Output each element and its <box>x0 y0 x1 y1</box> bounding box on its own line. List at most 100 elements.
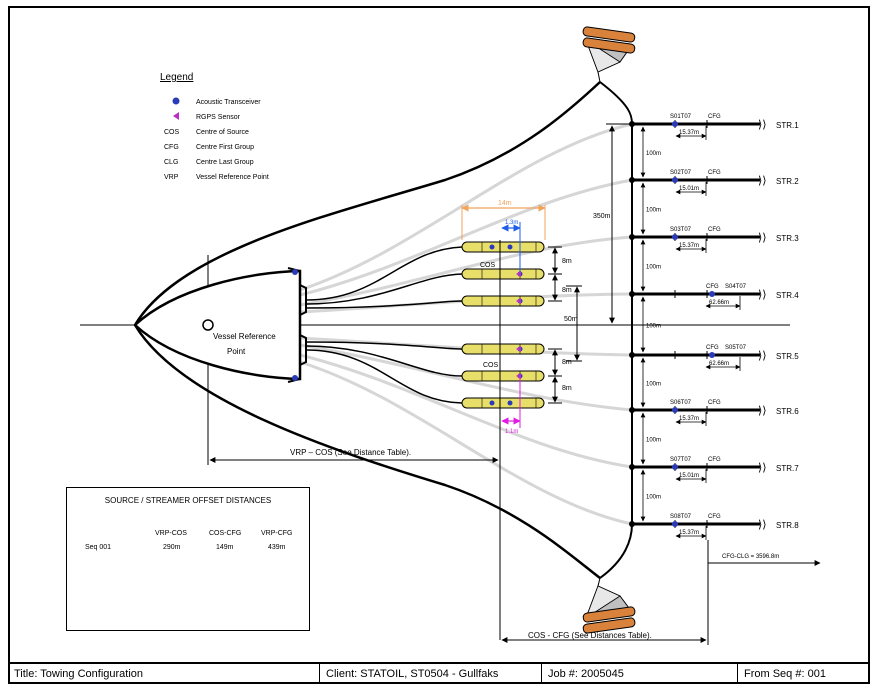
acoustic-transceiver-icon <box>489 244 495 250</box>
sep-d-label: 8m <box>562 385 572 392</box>
legend-item: RGPS Sensor <box>173 112 241 121</box>
table-header-vrp-cos: VRP-COS <box>155 530 187 537</box>
client-cell: Client: STATOIL, ST0504 - Gullfaks <box>320 664 542 684</box>
streamer-label: STR.2 <box>776 177 799 186</box>
vessel-hull <box>133 269 302 381</box>
legend-symbol: COS <box>164 129 180 136</box>
streamer-label: STR.4 <box>776 291 799 300</box>
cfg-label: CFG <box>708 114 721 120</box>
acoustic-transceiver-icon <box>507 400 513 406</box>
vessel-reference-label-2: Point <box>227 347 246 356</box>
spacing-label: 100m <box>646 495 661 501</box>
span-label: 50m <box>564 316 578 323</box>
outer-tow-rope-top <box>133 81 601 326</box>
acoustic-transceiver-icon <box>672 177 678 183</box>
spacing-label: 100m <box>646 208 661 214</box>
streamer-label: STR.5 <box>776 352 799 361</box>
acoustic-transceiver-icon <box>672 407 678 413</box>
transceiver-id: S03T07 <box>670 227 692 233</box>
acoustic-transceiver-icon <box>507 244 513 250</box>
cfg-label: CFG <box>706 345 719 351</box>
outer-tow-rope-bottom <box>133 324 601 579</box>
transceiver-id: S01T07 <box>670 114 692 120</box>
streamer-label: STR.8 <box>776 521 799 530</box>
streamer: ⟩⟩ STR.8 S08T07 CFG 15.37m <box>629 514 799 540</box>
vessel-reference-point <box>202 319 214 331</box>
cfg-label: CFG <box>708 514 721 520</box>
streamer-offset-label: 15.37m <box>679 530 699 536</box>
legend-item: CLG Centre Last Group <box>164 159 254 166</box>
source-arrays <box>292 241 545 409</box>
table-cell-vrp-cfg: 439m <box>268 544 286 551</box>
spacing-label: 100m <box>646 324 661 330</box>
svg-text:⟩⟩: ⟩⟩ <box>758 519 767 531</box>
sep-a-label: 8m <box>562 258 572 265</box>
legend-label: Acoustic Transceiver <box>196 99 261 106</box>
streamer-label: STR.3 <box>776 234 799 243</box>
title-bar: Title: Towing Configuration Client: STAT… <box>8 662 870 684</box>
streamer-offset-label: 15.37m <box>679 130 699 136</box>
spacing-label: 100m <box>646 382 661 388</box>
cfg-label: CFG <box>708 227 721 233</box>
legend-label: Vessel Reference Point <box>196 174 269 181</box>
cos-cfg-label: COS - CFG (See Distances Table). <box>528 631 652 640</box>
svg-text:⟩⟩: ⟩⟩ <box>758 289 767 301</box>
svg-text:⟩⟩: ⟩⟩ <box>758 232 767 244</box>
streamer-offset-label: 62.66m <box>709 361 729 367</box>
transceiver-id: S07T07 <box>670 457 692 463</box>
gap-upper-label: 1.3m <box>505 220 518 226</box>
streamer-offset-label: 15.37m <box>679 243 699 249</box>
cos-label-lower: COS <box>483 362 499 369</box>
acoustic-transceiver-icon <box>709 352 715 358</box>
vessel-reference-label-1: Vessel Reference <box>213 332 276 341</box>
legend-label: Centre of Source <box>196 129 249 136</box>
gap-lower-label: 1.1m <box>505 429 518 435</box>
table-header-cos-cfg: COS-CFG <box>209 530 242 537</box>
svg-text:⟩⟩: ⟩⟩ <box>758 175 767 187</box>
legend-symbol: CLG <box>164 159 178 166</box>
separation-dims <box>548 246 582 404</box>
acoustic-transceiver-icon <box>672 464 678 470</box>
legend-symbol: VRP <box>164 174 179 181</box>
paravane-top <box>582 26 636 83</box>
spacing-label: 100m <box>646 151 661 157</box>
legend-item: VRP Vessel Reference Point <box>164 174 269 181</box>
transceiver-id: S06T07 <box>670 400 692 406</box>
legend-item: Acoustic Transceiver <box>172 97 261 106</box>
acoustic-transceiver-icon <box>172 97 180 105</box>
job-cell: Job #: 2005045 <box>542 664 738 684</box>
rgps-sensor-icon <box>516 373 521 379</box>
table-header-vrp-cfg: VRP-CFG <box>261 530 293 537</box>
cfg-label: CFG <box>706 284 719 290</box>
spacing-label: 100m <box>646 265 661 271</box>
svg-text:⟩⟩: ⟩⟩ <box>758 462 767 474</box>
acoustic-transceiver-icon <box>292 375 298 381</box>
cos-label-upper: COS <box>480 262 496 269</box>
legend-label: Centre First Group <box>196 144 254 151</box>
table-cell-cos-cfg: 149m <box>216 544 234 551</box>
title-cell: Title: Towing Configuration <box>8 664 320 684</box>
legend-item: COS Centre of Source <box>164 129 249 136</box>
paravane-bottom <box>582 577 636 634</box>
legend-label: Centre Last Group <box>196 159 254 166</box>
streamer-offset-label: 15.01m <box>679 473 699 479</box>
sheet-border <box>8 6 870 684</box>
source-subarray <box>461 343 545 355</box>
source-width-label: 14m <box>498 200 512 207</box>
rgps-sensor-icon <box>516 271 521 277</box>
acoustic-transceiver-icon <box>292 269 298 275</box>
acoustic-transceiver-icon <box>489 400 495 406</box>
streamer-label: STR.6 <box>776 407 799 416</box>
transceiver-id: S08T07 <box>670 514 692 520</box>
transceiver-id: S02T07 <box>670 170 692 176</box>
